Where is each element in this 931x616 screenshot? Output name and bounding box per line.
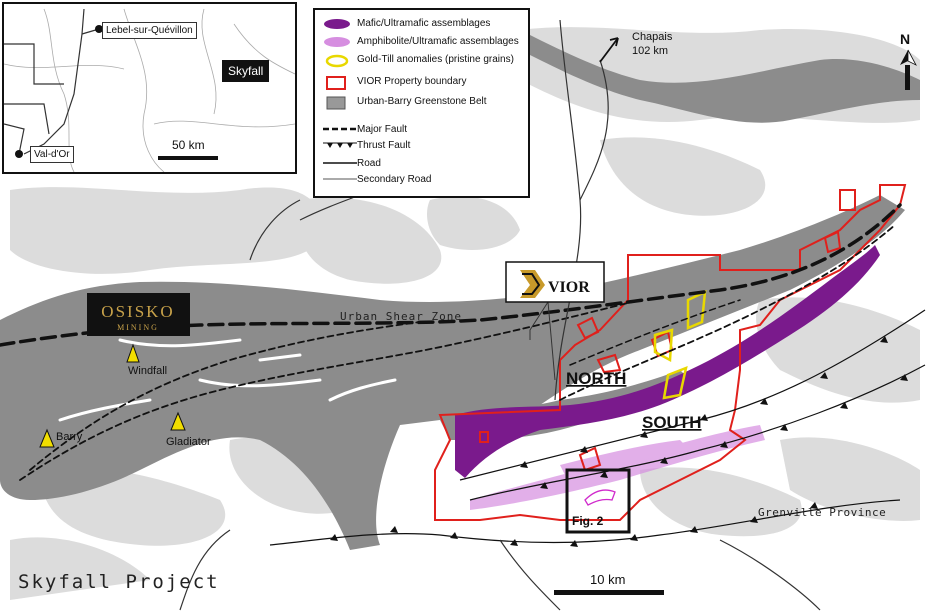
deposit-label: Gladiator	[166, 436, 211, 448]
lakes	[10, 27, 920, 600]
vior-logo-text: VIOR	[548, 279, 590, 296]
grenville-label: Grenville Province	[758, 506, 886, 519]
inset-project-label: Skyfall	[222, 60, 270, 82]
project-title: Skyfall Project	[18, 571, 220, 593]
mine-icon	[170, 411, 186, 431]
north-arrow: N	[900, 31, 917, 90]
inset-map: Lebel-sur-Quévillon Val-d'Or Skyfall 50 …	[2, 2, 297, 174]
osisko-logo-line1: OSISKO	[101, 302, 174, 321]
mine-icon	[126, 343, 140, 363]
inset-town-lebel: Lebel-sur-Quévillon	[102, 22, 197, 39]
inset-scale-label: 50 km	[172, 138, 205, 152]
chapais-arrow-icon	[599, 37, 619, 63]
fig2-unit	[584, 489, 616, 506]
vior-logo: VIOR	[505, 261, 605, 303]
urban-shear-zone-label: Urban Shear Zone	[340, 310, 462, 323]
scale-bar: 10 km	[554, 572, 664, 595]
fig2-frame	[565, 468, 631, 534]
osisko-logo: OSISKO MINING	[87, 293, 190, 336]
inset-scale-bar	[158, 156, 218, 160]
deposit-gladiator: Gladiator	[166, 411, 211, 448]
inset-town-valdor: Val-d'Or	[30, 146, 74, 163]
mafic-unit	[455, 245, 880, 478]
deposit-windfall: Windfall	[126, 343, 167, 377]
chapais-distance: 102 km	[632, 45, 668, 57]
deposit-label: Windfall	[128, 365, 167, 377]
north-arrow-label: N	[900, 31, 910, 47]
chapais-label: Chapais	[632, 31, 673, 43]
fig2-label: Fig. 2	[572, 514, 604, 528]
deposit-label: Barry	[56, 431, 83, 443]
legend: Mafic/Ultramafic assemblages Amphibolite…	[313, 8, 530, 198]
deposit-barry: Barry	[39, 428, 83, 448]
till-anomalies	[653, 289, 707, 400]
amphibolite-unit	[470, 425, 765, 510]
scale-bar-label: 10 km	[590, 572, 625, 587]
thrust-teeth	[330, 336, 908, 547]
osisko-logo-line2: MINING	[117, 323, 159, 332]
north-arrow-icon	[900, 50, 908, 65]
mine-icon	[39, 428, 55, 448]
belt-slivers	[58, 338, 397, 422]
callout-lines	[529, 301, 556, 381]
north-label: NORTH	[566, 369, 626, 388]
south-label: SOUTH	[642, 413, 702, 432]
